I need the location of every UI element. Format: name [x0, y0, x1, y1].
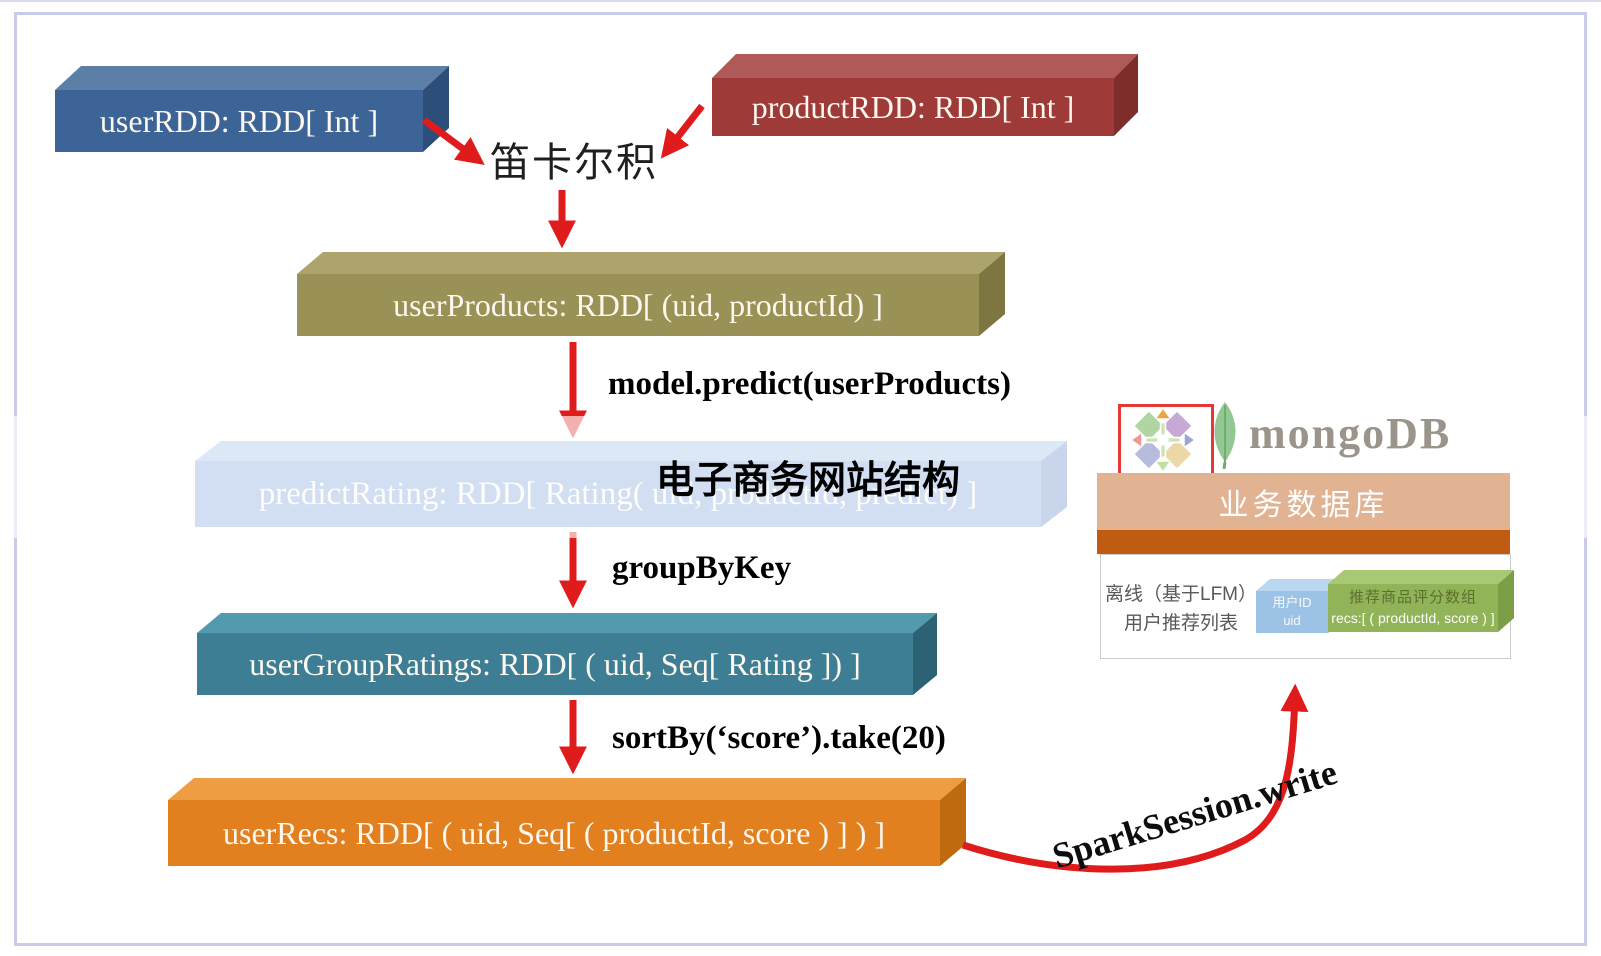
node-user-products-label: userProducts: RDD[ (uid, productId) ]: [393, 286, 883, 323]
node-user-group-ratings: userGroupRatings: RDD[ ( uid, Seq[ Ratin…: [197, 613, 937, 695]
uid-field-line1: 用户ID: [1272, 595, 1312, 611]
centos-logo-icon: [1132, 409, 1194, 471]
page-title-overlay: 电子商务网站结构: [655, 460, 960, 502]
cartesian-product-label: 笛卡尔积: [490, 141, 658, 185]
offline-lfm-line2: 用户推荐列表: [1123, 613, 1238, 635]
box-top-face: [197, 613, 937, 633]
recs-field-line1: 推荐商品评分数组: [1348, 589, 1477, 607]
box-front-face: [1328, 584, 1498, 632]
model-predict-label: model.predict(userProducts): [608, 366, 1011, 402]
node-product-rdd: productRDD: RDD[ Int ]: [712, 54, 1138, 136]
box3d-shape: [197, 613, 937, 695]
box-side-face: [913, 613, 937, 695]
box-top-face: [1328, 570, 1514, 584]
group-by-key-label: groupByKey: [612, 550, 792, 586]
db-panel-stripe: [1097, 530, 1510, 554]
box-side-face: [1498, 570, 1514, 632]
box-front-face: [1256, 591, 1328, 633]
box-top-face: [712, 54, 1138, 78]
box-side-face: [979, 252, 1005, 336]
page-top-edge: [0, 0, 1601, 2]
recs-field-label: 推荐商品评分数组 recs:[ ( productId, score ) ]: [1328, 584, 1498, 632]
box-front-face: [197, 633, 913, 695]
box-top-face: [168, 778, 966, 800]
node-user-rdd: userRDD: RDD[ Int ]: [55, 66, 449, 152]
recs-field-box: [1328, 570, 1514, 637]
recs-field-line2: recs:[ ( productId, score ) ]: [1331, 609, 1495, 626]
mongodb-wordmark: mongoDB: [1249, 409, 1452, 458]
box-front-face: [297, 274, 979, 336]
box-top-face: [1256, 579, 1342, 591]
box-front-face: [55, 90, 423, 152]
box3d-shape: [297, 252, 1005, 336]
mongodb-leaf-icon: [1214, 402, 1236, 469]
db-panel-body: 离线（基于LFM） 用户推荐列表 用户ID uid: [1100, 554, 1514, 659]
node-user-rdd-label: userRDD: RDD[ Int ]: [99, 102, 379, 139]
box-top-face: [55, 66, 449, 90]
sort-by-label: sortBy(‘score’).take(20): [612, 720, 946, 756]
offline-lfm-row-label: 离线（基于LFM） 用户推荐列表: [1105, 580, 1257, 639]
node-user-products: userProducts: RDD[ (uid, productId) ]: [297, 252, 1005, 336]
box-top-face: [297, 252, 1005, 274]
uid-field-line2: uid: [1283, 613, 1301, 628]
business-database-panel: mongoDB 业务数据库 离线（基于LFM） 用户推荐列表 用户ID uid: [1095, 393, 1514, 665]
offline-lfm-line1: 离线（基于LFM）: [1105, 584, 1258, 605]
db-panel-header: 业务数据库: [1097, 473, 1510, 530]
node-user-recs-label: userRecs: RDD[ ( uid, Seq[ ( productId, …: [222, 814, 886, 851]
box-front-face: [168, 800, 940, 866]
box-front-face: [712, 78, 1114, 136]
uid-field-label: 用户ID uid: [1256, 591, 1328, 633]
box-side-face: [940, 778, 966, 866]
node-user-group-ratings-label: userGroupRatings: RDD[ ( uid, Seq[ Ratin…: [249, 645, 861, 682]
box-side-face: [1114, 54, 1138, 136]
node-product-rdd-label: productRDD: RDD[ Int ]: [751, 88, 1075, 125]
box3d-shape: [1328, 570, 1514, 632]
box3d-shape: [168, 778, 966, 866]
box3d-shape: [712, 54, 1138, 136]
node-user-recs: userRecs: RDD[ ( uid, Seq[ ( productId, …: [168, 778, 966, 866]
